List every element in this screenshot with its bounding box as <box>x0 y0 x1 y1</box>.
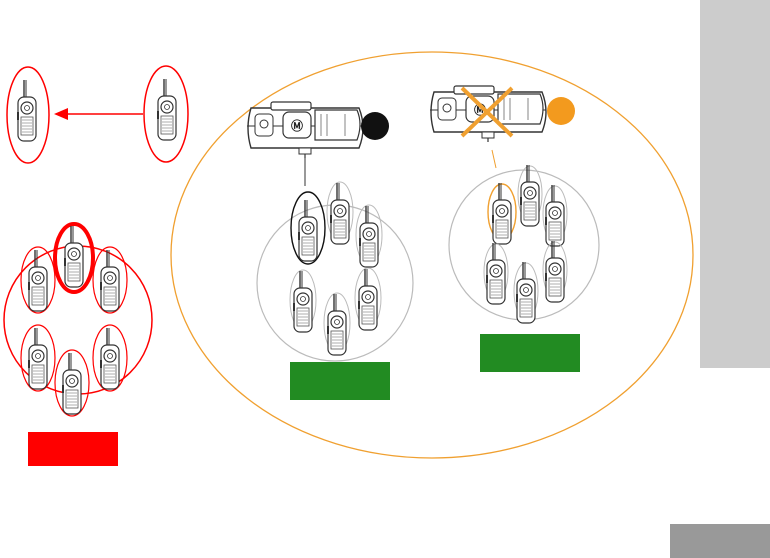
radio-icon <box>545 241 564 302</box>
radio-icon <box>330 183 349 244</box>
green-label-box-a <box>290 362 390 400</box>
radio-icon <box>520 165 539 226</box>
radio-icon <box>486 243 505 304</box>
connector-line-b <box>492 150 496 168</box>
radio-icon <box>100 328 119 389</box>
radio-icon <box>516 262 535 323</box>
radio-icon <box>327 294 346 355</box>
black-badge-icon <box>361 112 389 140</box>
radio-icon <box>157 79 176 140</box>
radio-icon <box>64 226 83 287</box>
orange-badge-icon <box>547 97 575 125</box>
radio-icon <box>545 185 564 246</box>
radio-icon <box>62 353 81 414</box>
radio-icon <box>28 250 47 311</box>
radio-icon <box>359 206 378 267</box>
radio-icon <box>293 271 312 332</box>
green-label-box-b <box>480 334 580 372</box>
arrow-head <box>54 108 68 120</box>
red-label-box <box>28 432 118 466</box>
radio-icon <box>100 250 119 311</box>
radio-icon <box>492 183 511 244</box>
charger-dock-icon <box>247 102 363 158</box>
radio-icon <box>28 328 47 389</box>
radio-icon <box>358 269 377 330</box>
radio-icon <box>298 200 317 261</box>
radio-icon <box>17 80 36 141</box>
